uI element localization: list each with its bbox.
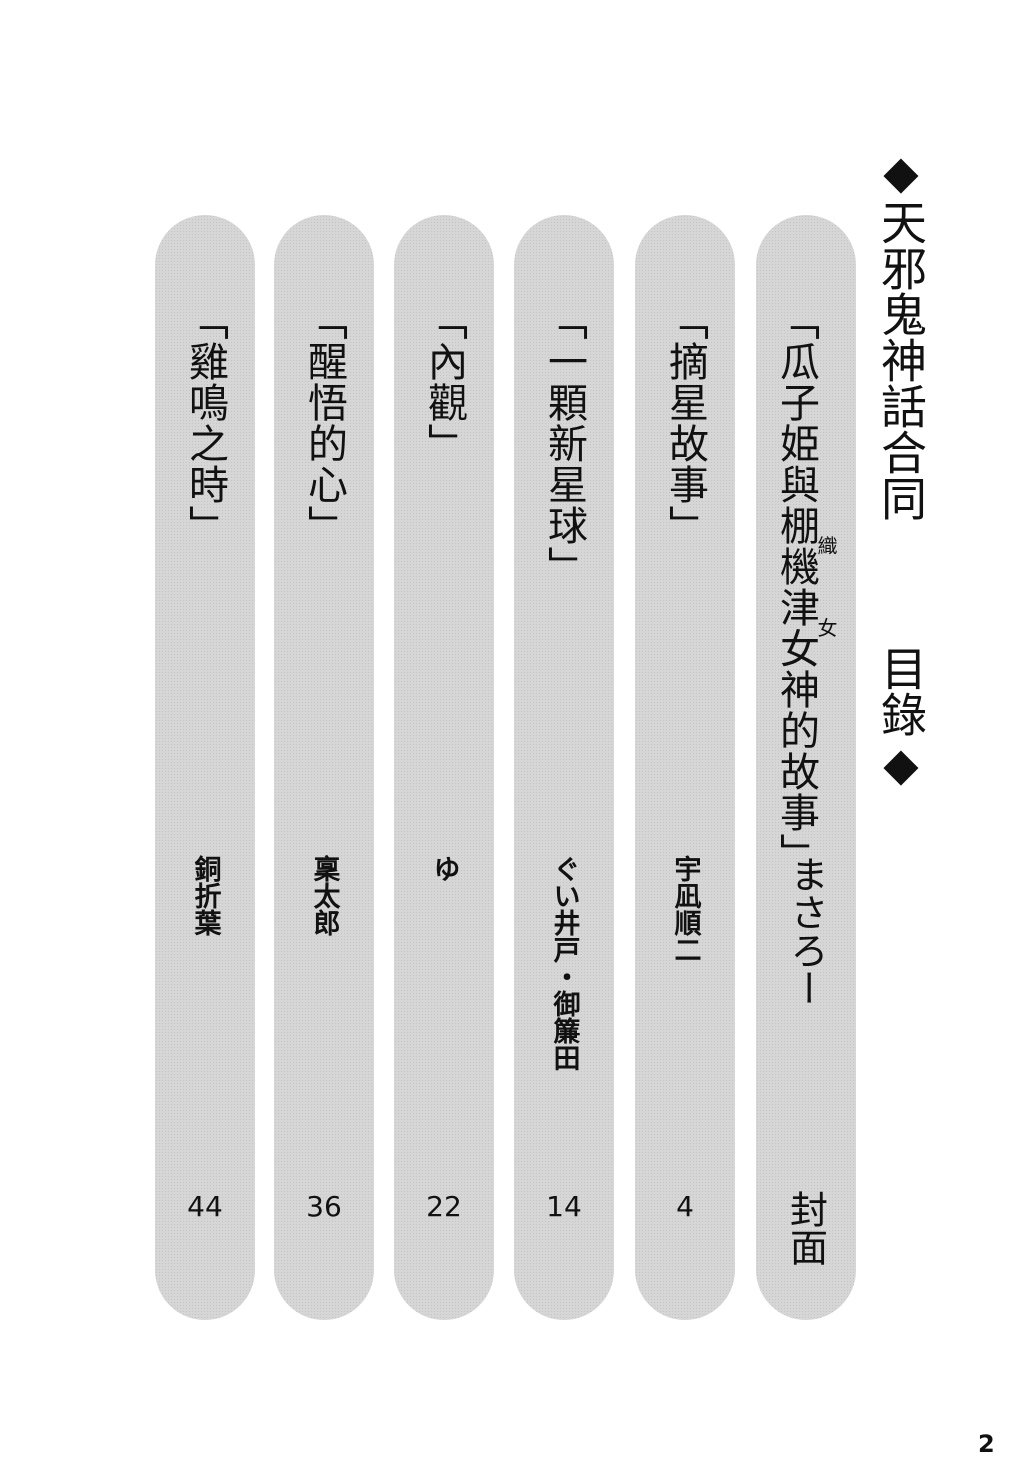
entry-page: 44: [187, 1190, 223, 1223]
toc-heading: ◆天邪鬼神話合同: [874, 145, 928, 521]
entry-title: 「瓜子姫與棚機織津女女神的故事」: [773, 300, 838, 874]
entry-title: 「一顆新星球」: [541, 300, 587, 587]
page-number: 2: [978, 1430, 995, 1458]
toc-entry: 「醒悟的心」 稟太郎 36: [274, 215, 374, 1320]
entry-author: 宇凪順二: [669, 855, 701, 963]
entry-title: 「內觀」: [421, 300, 467, 464]
entry-author: ぐい井戸・御簾田: [548, 855, 580, 1071]
entry-page: 4: [676, 1190, 694, 1223]
toc-entry: 「瓜子姫與棚機織津女女神的故事」 まさろー 封面: [756, 215, 856, 1320]
toc-entry: 「一顆新星球」 ぐい井戸・御簾田 14: [514, 215, 614, 1320]
entry-author: ゆ: [428, 855, 460, 882]
entry-page: 22: [426, 1190, 462, 1223]
entry-title: 「雞鳴之時」: [182, 300, 228, 546]
entry-author: まさろー: [784, 855, 828, 1007]
entry-page: 封面: [783, 1190, 828, 1266]
entry-title: 「摘星故事」: [662, 300, 708, 546]
toc-entry: 「摘星故事」 宇凪順二 4: [635, 215, 735, 1320]
entry-page: 36: [306, 1190, 342, 1223]
toc-entry: 「雞鳴之時」 銅折葉 44: [155, 215, 255, 1320]
entry-title: 「醒悟的心」: [301, 300, 347, 546]
entry-page: 14: [546, 1190, 582, 1223]
entry-author: 稟太郎: [308, 855, 340, 936]
toc-heading-label: 目錄◆: [874, 645, 928, 791]
entry-author: 銅折葉: [189, 855, 221, 936]
toc-entry: 「內觀」 ゆ 22: [394, 215, 494, 1320]
